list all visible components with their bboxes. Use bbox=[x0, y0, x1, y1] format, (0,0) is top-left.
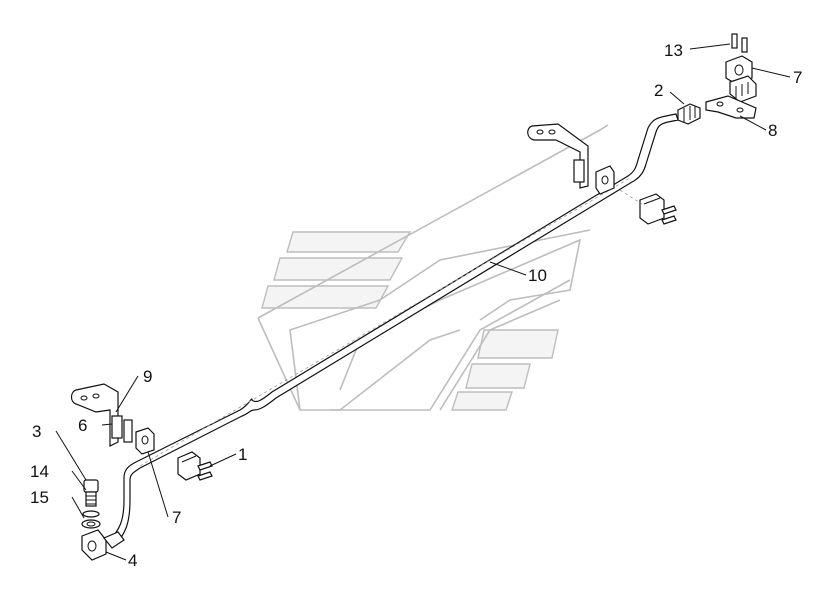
right-bracket bbox=[527, 123, 615, 195]
clamp-1 bbox=[177, 451, 213, 481]
callout-9: 9 bbox=[143, 367, 152, 386]
callout-labels: 1 2 3 4 6 7 7 8 9 10 13 14 15 bbox=[30, 41, 802, 570]
callout-7-right: 7 bbox=[793, 68, 802, 87]
left-bracket bbox=[70, 383, 133, 447]
main-pipe bbox=[107, 113, 679, 547]
callout-2: 2 bbox=[654, 81, 663, 100]
watermark-logo bbox=[257, 124, 609, 411]
callout-1: 1 bbox=[238, 445, 247, 464]
clamp-right bbox=[619, 189, 677, 225]
callout-13: 13 bbox=[664, 41, 683, 60]
upper-right-clip bbox=[705, 33, 757, 119]
left-clip bbox=[135, 427, 155, 455]
callout-6: 6 bbox=[78, 416, 87, 435]
callout-15: 15 bbox=[30, 488, 49, 507]
callout-7-left: 7 bbox=[172, 508, 181, 527]
leader-lines bbox=[55, 43, 791, 561]
callout-4: 4 bbox=[128, 551, 137, 570]
callout-3: 3 bbox=[32, 422, 41, 441]
callout-8: 8 bbox=[768, 121, 777, 140]
callout-14: 14 bbox=[30, 462, 49, 481]
fitting-stack bbox=[81, 479, 125, 561]
callout-10: 10 bbox=[528, 266, 547, 285]
fitting-2 bbox=[677, 103, 701, 125]
